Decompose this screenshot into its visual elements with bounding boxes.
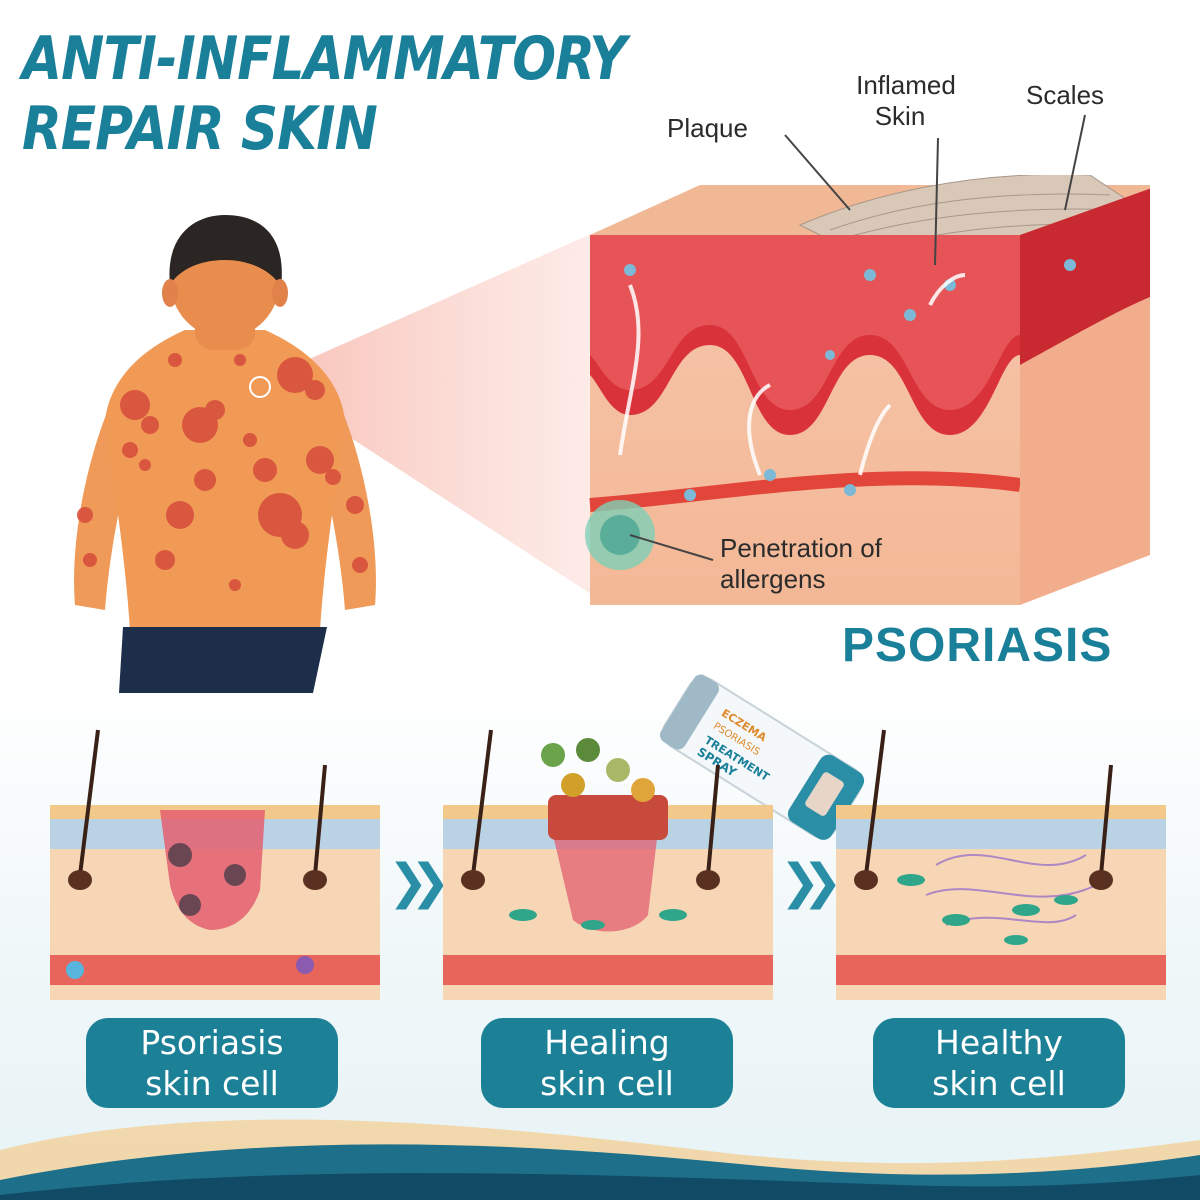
callout-allergens-line-1: Penetration of [720,533,882,563]
callout-allergens: Penetration of allergens [720,533,882,595]
callout-inflamed-line-2: Skin [874,101,926,131]
callout-scales: Scales [1026,80,1105,110]
stage-arrow-1: ❯❯ [388,854,451,910]
stage-panel-healthy [836,729,1166,1000]
person-back-illustration [74,215,376,693]
callout-allergens-line-2: allergens [720,564,826,594]
condition-title: PSORIASIS [842,619,1113,672]
stage-panel-psoriasis [50,729,380,1000]
stage-label-line-1: Healing [544,1023,670,1062]
callout-inflamed-skin: Inflamed Skin [846,70,966,132]
stage-label-healing: Healing skin cell [481,1018,733,1108]
callout-inflamed-line-1: Inflamed [856,70,956,100]
headline: ANTI-INFLAMMATORY REPAIR SKIN [22,24,627,164]
stage-label-line-2: skin cell [540,1064,674,1103]
skin-cross-section-illustration [585,175,1150,605]
stage-label-line-1: Healthy [935,1023,1063,1062]
stage-label-line-1: Psoriasis [140,1023,284,1062]
stage-label-line-2: skin cell [145,1064,279,1103]
decorative-wave [0,1119,1200,1200]
headline-line-2: REPAIR SKIN [22,94,378,164]
stage-label-line-2: skin cell [932,1064,1066,1103]
callout-plaque: Plaque [667,113,748,143]
callout-lines [629,114,1086,561]
stage-panel-healing [443,729,773,1000]
stage-label-psoriasis: Psoriasis skin cell [86,1018,338,1108]
stage-arrow-2: ❯❯ [780,854,843,910]
headline-line-1: ANTI-INFLAMMATORY [22,24,627,94]
stage-label-healthy: Healthy skin cell [873,1018,1125,1108]
